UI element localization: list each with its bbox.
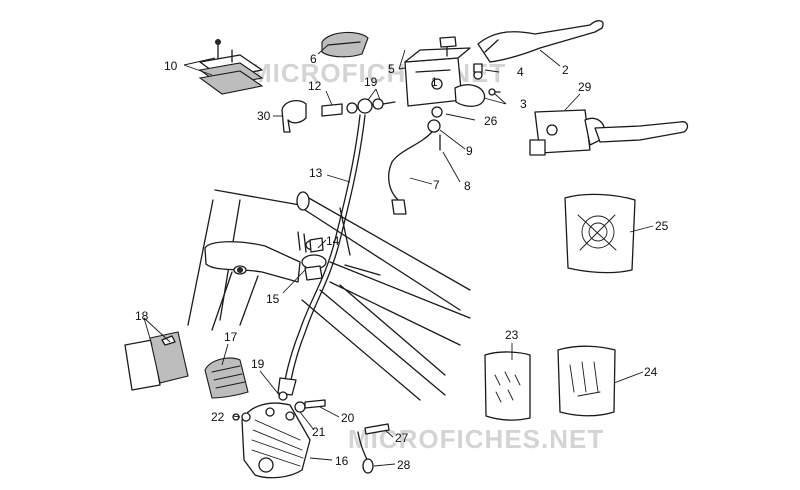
hose-clips (304, 237, 324, 281)
kit-bag-23 (484, 351, 531, 421)
callout-4: 4 (517, 65, 524, 79)
callout-19-top: 19 (364, 75, 378, 89)
reservoir-cap-6 (321, 31, 369, 58)
brake-caliper-16 (241, 402, 311, 479)
callout-9: 9 (466, 144, 473, 158)
kit-bag-25 (564, 193, 636, 274)
callout-8: 8 (464, 179, 471, 193)
callout-3: 3 (520, 97, 527, 111)
callout-30: 30 (257, 109, 271, 123)
callout-21: 21 (312, 425, 326, 439)
frame (187, 189, 471, 401)
brake-hose-13 (277, 114, 366, 396)
callout-25: 25 (655, 219, 669, 233)
callout-12: 12 (308, 79, 322, 93)
master-cylinder (404, 36, 486, 107)
callout-19-bottom: 19 (251, 357, 265, 371)
callout-5: 5 (388, 62, 395, 76)
callout-14: 14 (326, 234, 340, 248)
brake-pads-18 (124, 331, 189, 391)
callout-26: 26 (484, 114, 498, 128)
callout-numbers: 1 2 3 4 5 6 7 8 9 10 12 13 14 15 16 17 1… (135, 52, 669, 472)
watermark-bottom: MICROFICHES.NET (348, 424, 604, 454)
callout-7: 7 (433, 178, 440, 192)
callout-10: 10 (164, 59, 178, 73)
callout-22: 22 (211, 410, 225, 424)
brake-light-switch (387, 106, 443, 215)
watermark-top: MICROFICHES.NET (250, 58, 506, 88)
leader-lines (143, 44, 654, 467)
callout-1: 1 (431, 75, 438, 89)
alt-master-cylinder-29 (529, 109, 689, 156)
callout-27: 27 (395, 431, 409, 445)
pivot-bolt-parts (473, 63, 501, 96)
callout-28: 28 (397, 458, 411, 472)
callout-16: 16 (335, 454, 349, 468)
banjo-fitting-top (321, 98, 396, 117)
kit-bag-24 (557, 345, 616, 417)
bleeder-valve (357, 423, 390, 474)
callout-29: 29 (578, 80, 592, 94)
pad-shim-17 (204, 357, 249, 399)
callout-23: 23 (505, 328, 519, 342)
caliper-hardware (232, 391, 326, 422)
dust-boot-30 (281, 99, 307, 133)
callout-15: 15 (266, 292, 280, 306)
callout-2: 2 (562, 63, 569, 77)
callout-18: 18 (135, 309, 149, 323)
callout-6: 6 (310, 52, 317, 66)
cover-plates-10 (198, 39, 264, 95)
callout-17: 17 (224, 330, 238, 344)
callout-24: 24 (644, 365, 658, 379)
callout-13: 13 (309, 166, 323, 180)
brake-lever-2 (477, 20, 604, 63)
callout-20: 20 (341, 411, 355, 425)
